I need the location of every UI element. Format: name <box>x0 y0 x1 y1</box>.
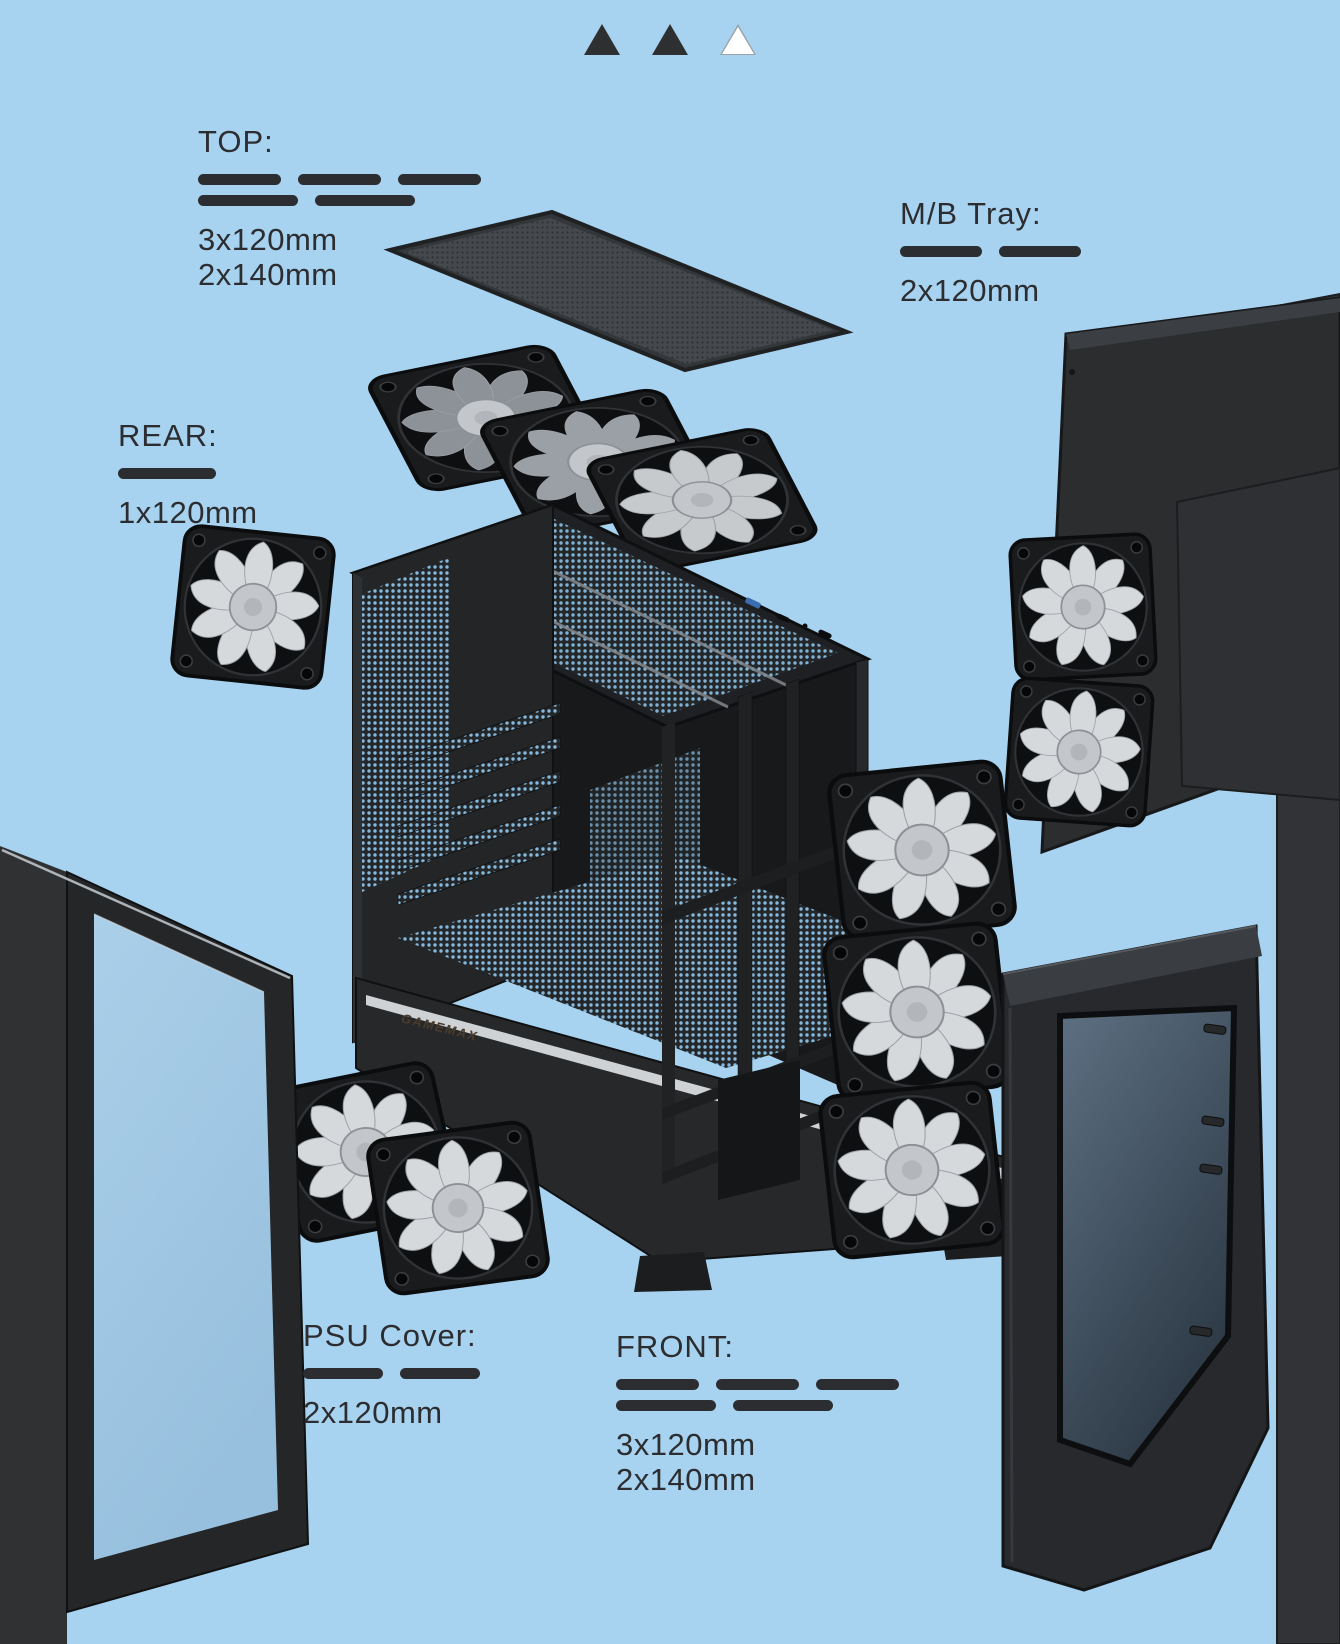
fan-size-bar <box>999 246 1081 257</box>
fan-size-bars <box>900 246 1081 257</box>
fan-size-bar <box>118 468 216 479</box>
fan-size-bar <box>616 1379 699 1390</box>
label-title: PSU Cover: <box>303 1318 477 1353</box>
fan-size-bar-row <box>900 246 1081 257</box>
fan-size-text: 1x120mm <box>118 495 258 530</box>
fan-size-text: 2x120mm <box>303 1395 443 1430</box>
label-psu-cover: PSU Cover: 2x120mm <box>303 1318 480 1430</box>
label-title: TOP: <box>198 124 274 159</box>
fan-sizes: 1x120mm <box>118 495 258 530</box>
fan-size-bar <box>816 1379 899 1390</box>
triangle-icon <box>652 24 688 55</box>
rear-fan <box>168 522 338 692</box>
fan-size-bar-row <box>198 195 481 206</box>
label-title: M/B Tray: <box>900 196 1042 231</box>
fan-size-bar <box>315 195 415 206</box>
fan-size-text: 3x120mm <box>616 1427 756 1462</box>
fan-size-bar-row <box>118 468 258 479</box>
mb-tray-fan-icon <box>1002 675 1156 829</box>
fan-size-text: 3x120mm <box>198 222 338 257</box>
front-fan-icon <box>822 922 1011 1102</box>
front-io-ports <box>745 597 832 639</box>
fan-sizes: 2x120mm <box>303 1395 480 1430</box>
fan-size-bar <box>198 174 281 185</box>
fan-size-text: 2x140mm <box>616 1462 756 1497</box>
fan-size-bar-row <box>198 174 481 185</box>
rear-fan-grille <box>362 557 450 892</box>
fan-size-bar <box>298 174 381 185</box>
fan-size-bar <box>198 195 298 206</box>
triangle-icon <box>584 24 620 55</box>
fan-size-bar-row <box>616 1379 899 1390</box>
front-fan-icon <box>827 760 1016 940</box>
usb-port-icon <box>776 613 790 623</box>
fan-sizes: 2x120mm <box>900 273 1081 308</box>
expansion-slots <box>397 702 561 906</box>
fan-size-bars <box>118 468 258 479</box>
page-indicator-triangles <box>0 24 1340 55</box>
fan-size-bar <box>398 174 481 185</box>
fan-size-bar-row <box>303 1368 480 1379</box>
front-panel <box>1001 924 1270 1592</box>
fan-size-bars <box>616 1379 899 1411</box>
fan-size-bar <box>716 1379 799 1390</box>
label-title: FRONT: <box>616 1329 734 1364</box>
usb-port-icon <box>818 629 832 639</box>
label-title: REAR: <box>118 418 218 453</box>
psu-fan-icon <box>366 1120 550 1295</box>
mb-tray-fan-icon <box>1007 531 1159 683</box>
left-glass-panel <box>0 846 310 1644</box>
fan-size-bar <box>303 1368 383 1379</box>
triangle-inner <box>722 27 754 54</box>
rear-fan-icon <box>168 522 338 692</box>
fan-size-bar-row <box>616 1400 899 1411</box>
top-dust-filter <box>383 209 854 373</box>
fan-size-bar <box>900 246 982 257</box>
usb-port-icon <box>745 597 761 609</box>
fan-size-bars <box>303 1368 480 1379</box>
front-fans <box>819 760 1017 1259</box>
fan-size-bars <box>198 174 481 206</box>
front-fan-icon <box>819 1081 1006 1259</box>
fan-size-text: 2x120mm <box>900 273 1040 308</box>
glass-pane <box>94 914 278 1560</box>
label-mb-tray: M/B Tray: 2x120mm <box>900 196 1081 308</box>
fan-size-bar <box>733 1400 833 1411</box>
case-foot <box>634 1252 712 1292</box>
front-panel-window <box>1057 1004 1238 1468</box>
audio-jack-icon <box>802 623 808 629</box>
panel-mounting-pegs <box>1189 1023 1227 1337</box>
label-rear: REAR: 1x120mm <box>118 418 258 530</box>
fan-size-bar <box>616 1400 716 1411</box>
fan-size-bar <box>400 1368 480 1379</box>
fan-size-text: 2x140mm <box>198 257 338 292</box>
triangle-icon <box>720 24 756 55</box>
